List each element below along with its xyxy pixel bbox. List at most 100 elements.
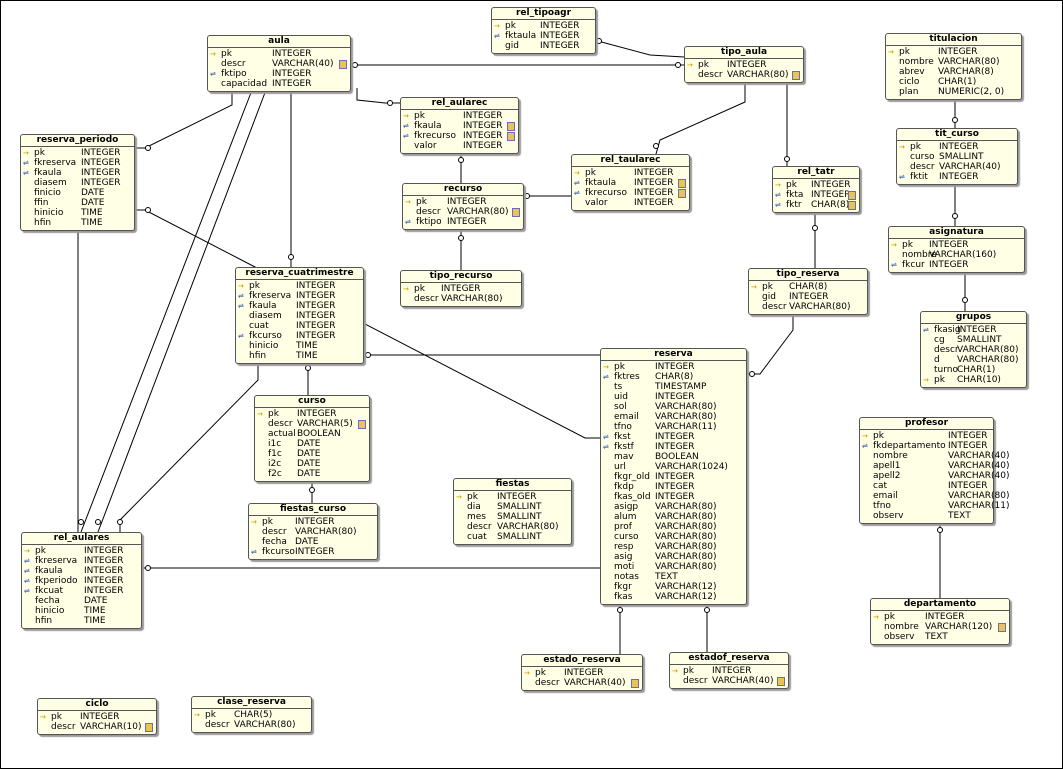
column-name: fkrecurso [585, 188, 627, 198]
column-name: pk [414, 111, 425, 121]
primary-key-icon: → [923, 376, 929, 384]
index-icon [678, 179, 686, 188]
column-name: hinicio [34, 208, 64, 218]
column-type: INTEGER [727, 60, 767, 70]
table-title: departamento [871, 599, 1009, 611]
column-type: INTEGER [948, 441, 988, 451]
column-name: fktres [614, 372, 640, 382]
column-name: fkcurso [262, 547, 295, 557]
primary-key-icon: → [494, 22, 500, 30]
column-type: VARCHAR(8) [938, 67, 994, 77]
column-type: INTEGER [272, 79, 312, 89]
column-name: observ [873, 511, 904, 521]
column-type: INTEGER [634, 168, 674, 178]
primary-key-icon: → [405, 198, 411, 206]
table-title: tipo_reserva [749, 269, 867, 281]
column-type: DATE [297, 439, 321, 449]
primary-key-icon: → [899, 143, 905, 151]
table-title: rel_taularec [572, 155, 689, 167]
column-type: INTEGER [634, 198, 674, 208]
index-icon [507, 132, 515, 141]
index-icon [339, 60, 347, 69]
index-icon [358, 420, 366, 429]
column-name: pk [535, 668, 546, 678]
column-name: fkgr [614, 582, 632, 592]
column-type: DATE [295, 537, 319, 547]
column-name: fkcur [902, 260, 925, 270]
column-type: VARCHAR(80) [655, 542, 717, 552]
column-type: DATE [297, 459, 321, 469]
column-type: INTEGER [441, 284, 481, 294]
column-type: VARCHAR(80) [655, 402, 717, 412]
column-name: pk [205, 710, 216, 720]
column-type: INTEGER [84, 576, 124, 586]
column-name: descr [262, 527, 287, 537]
column-type: INTEGER [634, 178, 674, 188]
primary-key-icon: → [403, 285, 409, 293]
foreign-key-icon: ⇌ [603, 443, 609, 451]
index-icon [512, 208, 520, 217]
foreign-key-icon: ⇌ [238, 292, 244, 300]
column-type: VARCHAR(40) [939, 162, 1001, 172]
foreign-key-icon: ⇌ [210, 70, 216, 78]
column-name: email [614, 412, 639, 422]
column-type: INTEGER [655, 362, 695, 372]
column-name: curso [614, 532, 639, 542]
column-name: fkstf [614, 442, 634, 452]
column-type: DATE [81, 198, 105, 208]
column-name: uid [614, 392, 628, 402]
column-name: valor [414, 141, 437, 151]
column-name: ts [614, 382, 623, 392]
column-name: pk [614, 362, 625, 372]
column-type: INTEGER [948, 481, 988, 491]
column-name: fkst [614, 432, 631, 442]
foreign-key-icon: ⇌ [899, 173, 905, 181]
column-type: BOOLEAN [655, 452, 699, 462]
column-name: fkreserva [34, 158, 77, 168]
